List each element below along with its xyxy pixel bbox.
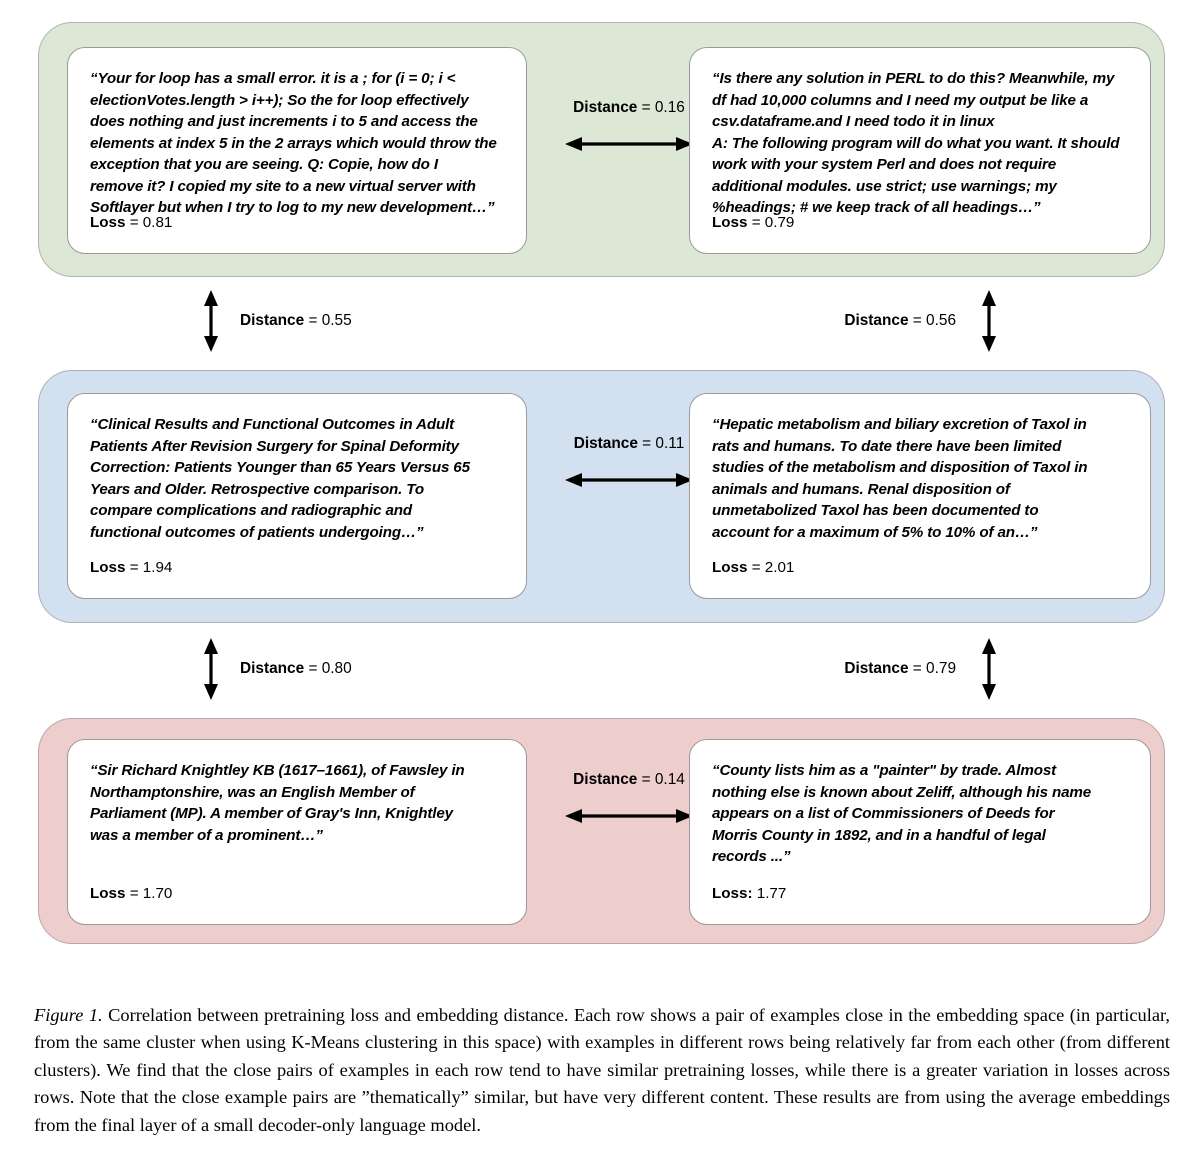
loss-label: Loss xyxy=(712,214,748,231)
loss-value: 1.77 xyxy=(756,885,787,902)
figure-number: Figure 1. xyxy=(34,1005,103,1025)
example-card-row1-right: “Is there any solution in PERL to do thi… xyxy=(689,47,1151,254)
loss-value: = 0.79 xyxy=(751,214,795,231)
pair-distance-row2: Distance = 0.11 xyxy=(534,435,724,491)
example-text: “Clinical Results and Functional Outcome… xyxy=(90,416,470,541)
cross-row-distance-blue-pink-right: Distance = 0.79 xyxy=(844,638,1000,700)
example-text: “County lists him as a "painter" by trad… xyxy=(712,762,1092,865)
loss-label: Loss xyxy=(712,559,748,576)
loss-readout: Loss: 1.77 xyxy=(712,884,786,904)
distance-value: = 0.16 xyxy=(641,99,685,116)
example-text: “Your for loop has a small error. it is … xyxy=(90,70,497,216)
example-card-row3-left: “Sir Richard Knightley KB (1617–1661), o… xyxy=(67,739,527,925)
distance-value: = 0.80 xyxy=(308,660,352,677)
cluster-band-blue: “Clinical Results and Functional Outcome… xyxy=(38,370,1165,623)
figure-caption: Figure 1. Correlation between pretrainin… xyxy=(34,1002,1170,1139)
loss-readout: Loss = 2.01 xyxy=(712,558,794,578)
distance-label: Distance xyxy=(573,435,638,452)
caption-body: Correlation between pretraining loss and… xyxy=(34,1005,1170,1135)
loss-readout: Loss = 1.94 xyxy=(90,558,172,578)
distance-label: Distance xyxy=(573,771,638,788)
loss-readout: Loss = 1.70 xyxy=(90,884,172,904)
loss-readout: Loss = 0.79 xyxy=(712,213,794,233)
loss-value: = 1.94 xyxy=(129,559,173,576)
double-headed-horizontal-arrow-icon xyxy=(565,137,693,151)
distance-readout: Distance = 0.56 xyxy=(844,312,956,330)
cluster-band-pink: “Sir Richard Knightley KB (1617–1661), o… xyxy=(38,718,1165,944)
example-card-row2-left: “Clinical Results and Functional Outcome… xyxy=(67,393,527,599)
distance-value: = 0.55 xyxy=(308,312,352,329)
distance-label: Distance xyxy=(240,660,305,677)
distance-readout: Distance = 0.16 xyxy=(534,99,724,117)
double-headed-vertical-arrow-icon xyxy=(982,638,996,700)
distance-readout: Distance = 0.11 xyxy=(534,435,724,453)
loss-label: Loss xyxy=(90,885,126,902)
loss-value: = 2.01 xyxy=(751,559,795,576)
distance-label: Distance xyxy=(573,99,638,116)
double-headed-vertical-arrow-icon xyxy=(204,638,218,700)
distance-value: = 0.56 xyxy=(912,312,956,329)
example-card-row3-right: “County lists him as a "painter" by trad… xyxy=(689,739,1151,925)
example-card-row1-left: “Your for loop has a small error. it is … xyxy=(67,47,527,254)
loss-value: = 1.70 xyxy=(129,885,173,902)
cross-row-distance-blue-pink-left: Distance = 0.80 xyxy=(200,638,352,700)
distance-label: Distance xyxy=(240,312,305,329)
double-headed-vertical-arrow-icon xyxy=(982,290,996,352)
loss-readout: Loss = 0.81 xyxy=(90,213,172,233)
cross-row-distance-green-blue-left: Distance = 0.55 xyxy=(200,290,352,352)
loss-label: Loss xyxy=(90,214,126,231)
double-headed-horizontal-arrow-icon xyxy=(565,473,693,487)
pair-distance-row1: Distance = 0.16 xyxy=(534,99,724,155)
loss-value: = 0.81 xyxy=(129,214,173,231)
loss-label: Loss: xyxy=(712,885,753,902)
example-text: “Is there any solution in PERL to do thi… xyxy=(712,70,1120,216)
distance-value: = 0.79 xyxy=(912,660,956,677)
distance-value: = 0.14 xyxy=(641,771,685,788)
distance-label: Distance xyxy=(844,660,909,677)
double-headed-horizontal-arrow-icon xyxy=(565,809,693,823)
example-text: “Hepatic metabolism and biliary excretio… xyxy=(712,416,1088,541)
loss-label: Loss xyxy=(90,559,126,576)
example-text: “Sir Richard Knightley KB (1617–1661), o… xyxy=(90,762,465,844)
distance-readout: Distance = 0.55 xyxy=(240,312,352,330)
distance-value: = 0.11 xyxy=(642,435,685,452)
distance-label: Distance xyxy=(844,312,909,329)
double-headed-vertical-arrow-icon xyxy=(204,290,218,352)
cross-row-distance-green-blue-right: Distance = 0.56 xyxy=(844,290,1000,352)
distance-readout: Distance = 0.80 xyxy=(240,660,352,678)
cluster-band-green: “Your for loop has a small error. it is … xyxy=(38,22,1165,277)
distance-readout: Distance = 0.14 xyxy=(534,771,724,789)
distance-readout: Distance = 0.79 xyxy=(844,660,956,678)
pair-distance-row3: Distance = 0.14 xyxy=(534,771,724,827)
example-card-row2-right: “Hepatic metabolism and biliary excretio… xyxy=(689,393,1151,599)
